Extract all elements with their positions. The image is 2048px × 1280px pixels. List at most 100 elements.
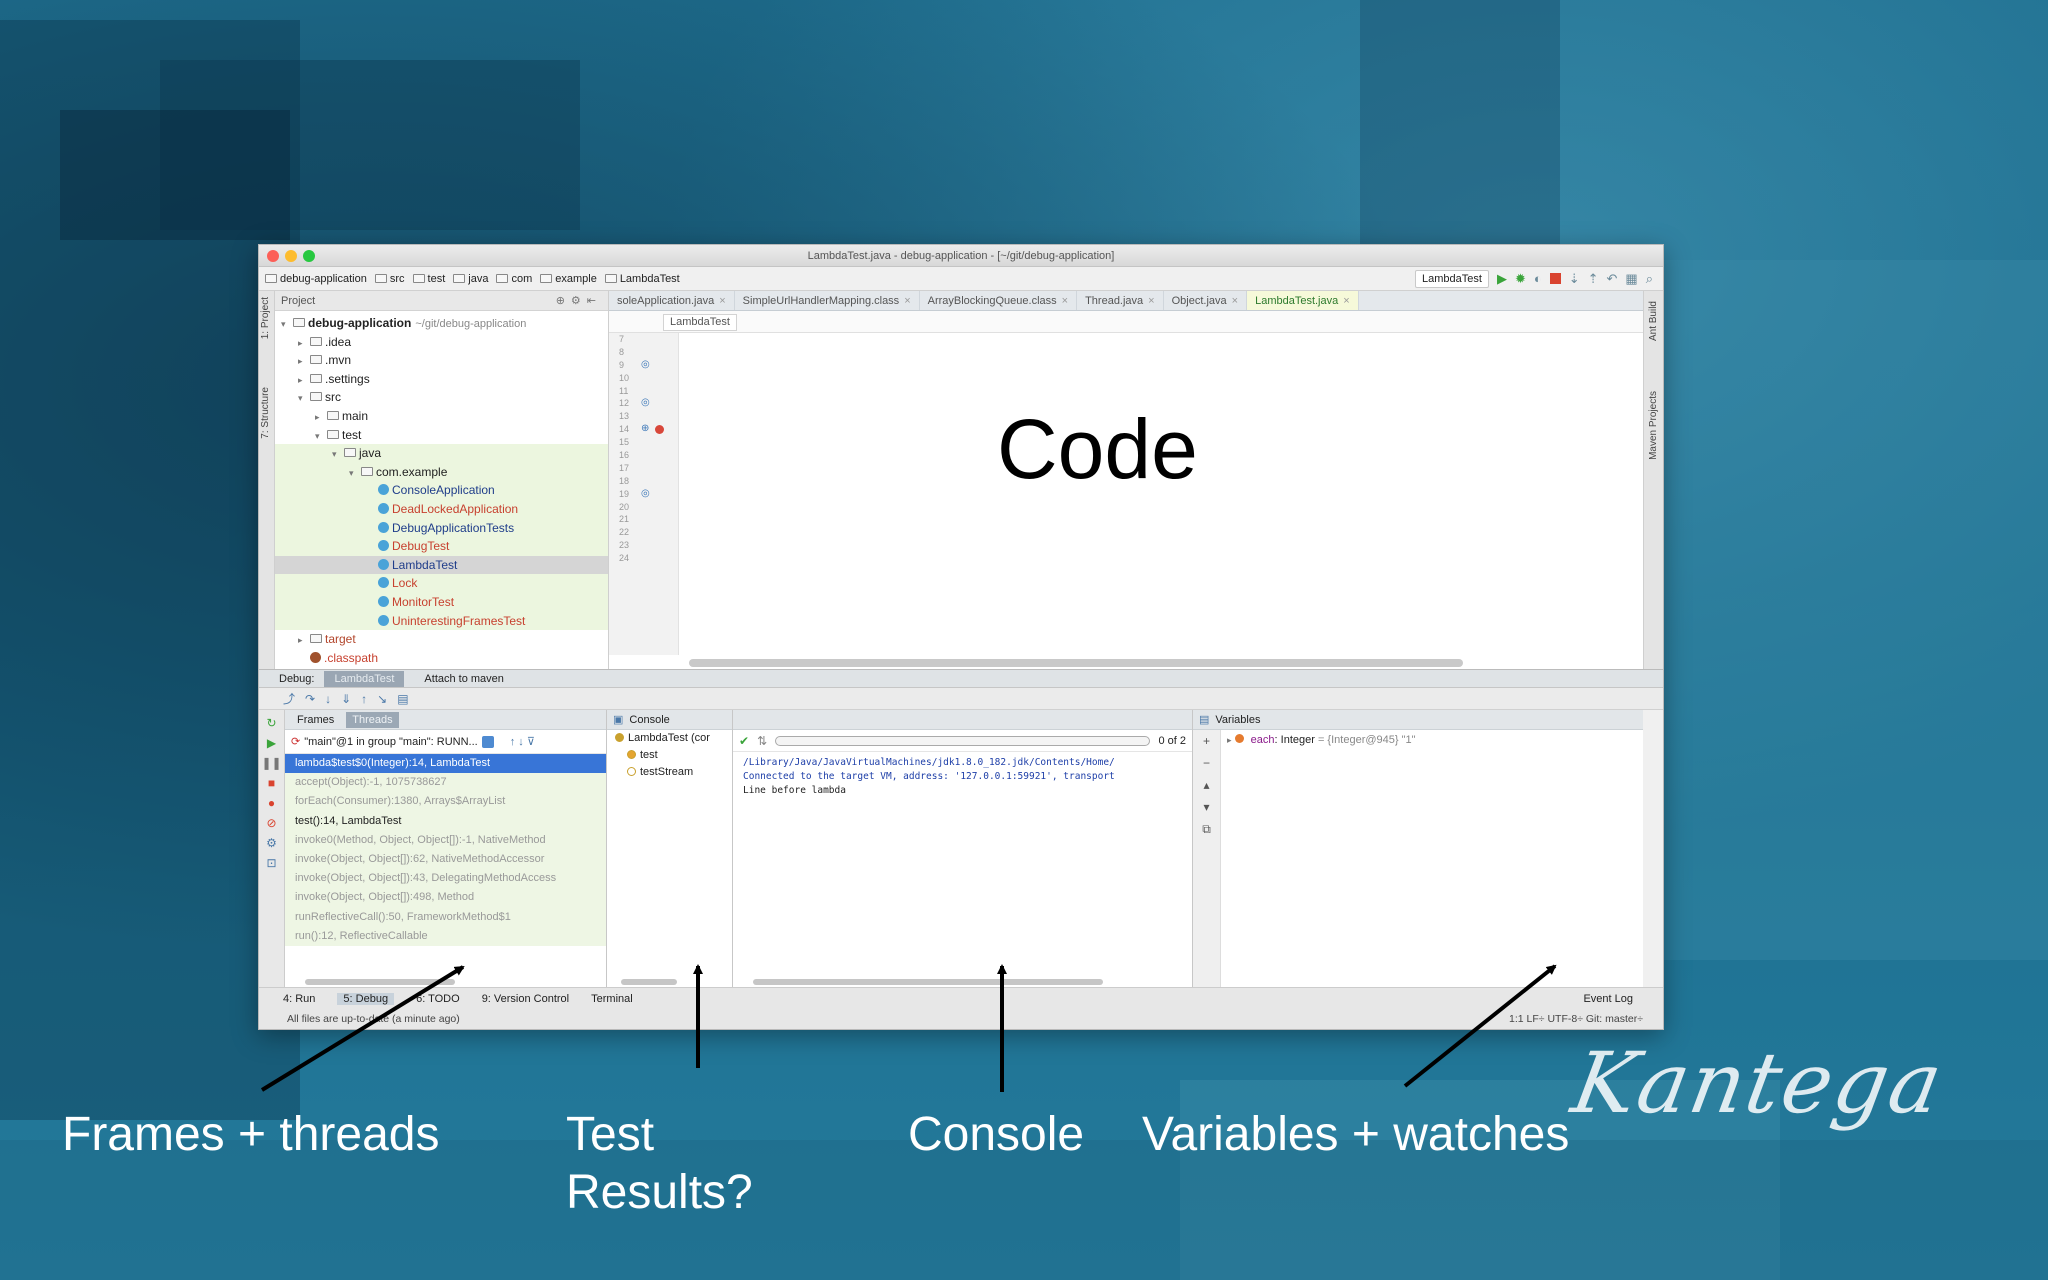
- tree-item[interactable]: LambdaTest: [275, 555, 608, 575]
- close-icon[interactable]: ×: [904, 295, 911, 307]
- tool-window-button[interactable]: 5: Debug: [337, 992, 395, 1005]
- breadcrumb-item[interactable]: test: [412, 273, 445, 285]
- search-icon[interactable]: ⌕: [1645, 270, 1653, 286]
- move-up-icon[interactable]: ▴: [1203, 778, 1210, 792]
- step-over-icon[interactable]: ↷: [305, 691, 316, 706]
- copy-icon[interactable]: ⧉: [1202, 822, 1211, 836]
- pin-icon[interactable]: ⊡: [266, 856, 277, 870]
- stack-frame[interactable]: lambda$test$0(Integer):14, LambdaTest: [285, 754, 606, 774]
- expand-icon[interactable]: ▸: [1227, 735, 1232, 745]
- settings-icon[interactable]: ⚙: [266, 836, 277, 850]
- stop-debug-icon[interactable]: ■: [267, 776, 276, 790]
- chevron-down-icon[interactable]: ▾: [349, 467, 354, 478]
- tool-window-button[interactable]: 9: Version Control: [481, 992, 570, 1005]
- close-icon[interactable]: ×: [1231, 295, 1239, 307]
- chevron-down-icon[interactable]: ▾: [332, 449, 337, 460]
- debug-session-tab[interactable]: LambdaTest: [324, 670, 405, 687]
- show-execution-point-icon[interactable]: ⤴: [283, 692, 296, 706]
- editor-tab[interactable]: soleApplication.java×: [609, 291, 735, 310]
- console-title[interactable]: Console: [629, 713, 670, 726]
- undo-icon[interactable]: ↶: [1606, 270, 1618, 286]
- tree-item[interactable]: ▾com.example: [275, 462, 608, 482]
- tree-item[interactable]: ▸.settings: [275, 370, 608, 389]
- close-icon[interactable]: ×: [1061, 295, 1069, 307]
- mute-breakpoints-icon[interactable]: ⊘: [266, 816, 277, 830]
- step-into-icon[interactable]: ↓: [325, 691, 332, 706]
- force-step-into-icon[interactable]: ⇓: [341, 691, 352, 706]
- breadcrumb-item[interactable]: java: [453, 273, 488, 285]
- test-result[interactable]: test: [607, 747, 732, 764]
- tree-item[interactable]: DeadLockedApplication: [275, 499, 608, 519]
- run-test-icon[interactable]: ◎: [641, 358, 650, 370]
- sort-icon[interactable]: ⇅: [757, 733, 768, 748]
- project-panel-title[interactable]: Project: [281, 294, 316, 307]
- tree-item[interactable]: ▸.mvn: [275, 351, 608, 370]
- breadcrumb-item[interactable]: LambdaTest: [604, 273, 680, 285]
- resume-icon[interactable]: ▶: [266, 736, 277, 750]
- vcs-commit-icon[interactable]: ⇡: [1587, 270, 1599, 286]
- pause-icon[interactable]: ❚❚: [261, 756, 282, 770]
- event-log-button[interactable]: Event Log: [1583, 992, 1633, 1005]
- stack-frame[interactable]: invoke(Object, Object[]):62, NativeMetho…: [285, 849, 606, 870]
- breadcrumb-item[interactable]: debug-application: [265, 273, 367, 285]
- run-test-icon[interactable]: ◎: [641, 397, 650, 409]
- remove-watch-icon[interactable]: −: [1202, 756, 1210, 770]
- editor-tab[interactable]: LambdaTest.java×: [1247, 291, 1359, 310]
- breakpoint-icon[interactable]: [655, 425, 664, 435]
- editor-tab[interactable]: SimpleUrlHandlerMapping.class×: [735, 291, 920, 310]
- tree-item[interactable]: ▸target: [275, 630, 608, 649]
- test-result[interactable]: LambdaTest (cor: [607, 730, 732, 747]
- run-to-cursor-icon[interactable]: ↘: [377, 691, 388, 706]
- stack-frame[interactable]: run():12, ReflectiveCallable: [285, 926, 606, 946]
- tree-item[interactable]: ▾test: [275, 426, 608, 445]
- debug-session-tab[interactable]: Attach to maven: [424, 672, 504, 685]
- frames-scrollbar[interactable]: [305, 979, 455, 985]
- chevron-down-icon[interactable]: ▾: [281, 319, 286, 329]
- run-icon[interactable]: ▶: [1496, 270, 1507, 286]
- editor-tab[interactable]: Thread.java×: [1077, 291, 1164, 310]
- coverage-icon[interactable]: ◐: [1533, 271, 1542, 286]
- tree-item[interactable]: Lock: [275, 574, 608, 593]
- stack-frame[interactable]: test():14, LambdaTest: [285, 811, 606, 831]
- variable-row[interactable]: ▸ each: Integer = {Integer@945} "1": [1227, 734, 1416, 746]
- tab-frames[interactable]: Frames: [297, 713, 335, 726]
- breadcrumb-item[interactable]: src: [374, 273, 405, 285]
- chevron-right-icon[interactable]: ▸: [315, 411, 320, 422]
- tab-threads[interactable]: Threads: [346, 711, 399, 728]
- tree-item[interactable]: ▸main: [275, 407, 608, 426]
- maximize-window-button[interactable]: [303, 250, 315, 262]
- test-result[interactable]: testStream: [607, 764, 732, 781]
- move-down-icon[interactable]: ▾: [1203, 800, 1210, 814]
- project-structure-icon[interactable]: ▦: [1625, 270, 1638, 286]
- close-icon[interactable]: ×: [1343, 295, 1350, 307]
- frame-nav-icons[interactable]: ↑ ↓ ⊽: [509, 736, 535, 748]
- editor-horizontal-scrollbar[interactable]: [689, 659, 1463, 667]
- debug-icon[interactable]: ✹: [1514, 270, 1526, 286]
- run-configuration-select[interactable]: LambdaTest: [1415, 269, 1489, 288]
- chevron-right-icon[interactable]: ▸: [298, 356, 303, 367]
- chevron-down-icon[interactable]: ▾: [315, 430, 320, 441]
- evaluate-expression-icon[interactable]: ▤: [397, 691, 409, 706]
- tree-item[interactable]: ▾debug-application~/git/debug-applicatio…: [275, 314, 608, 333]
- close-window-button[interactable]: [267, 250, 279, 262]
- stack-frame[interactable]: invoke0(Method, Object, Object[]):-1, Na…: [285, 830, 606, 850]
- stop-icon[interactable]: [1549, 273, 1561, 284]
- tool-window-button[interactable]: 4: Run: [283, 992, 316, 1005]
- tree-item[interactable]: UninterestingFramesTest: [275, 611, 608, 631]
- tests-scrollbar[interactable]: [621, 979, 677, 985]
- editor-tab[interactable]: ArrayBlockingQueue.class×: [920, 291, 1078, 310]
- chevron-down-icon[interactable]: ▾: [298, 393, 303, 404]
- editor-breadcrumb-item[interactable]: LambdaTest: [663, 314, 737, 331]
- chevron-right-icon[interactable]: ▸: [298, 337, 303, 348]
- tree-item[interactable]: ▾src: [275, 388, 608, 407]
- console-output[interactable]: /Library/Java/JavaVirtualMachines/jdk1.8…: [733, 752, 1192, 798]
- breadcrumb-item[interactable]: com: [496, 273, 532, 285]
- tool-window-button[interactable]: Terminal: [591, 992, 633, 1005]
- close-icon[interactable]: ×: [719, 295, 726, 307]
- chevron-down-icon[interactable]: [481, 735, 494, 748]
- view-breakpoints-icon[interactable]: ●: [267, 796, 276, 810]
- run-test-icon[interactable]: ◎: [641, 487, 650, 499]
- stack-frame[interactable]: accept(Object):-1, 1075738627: [285, 773, 606, 793]
- rerun-icon[interactable]: ↻: [266, 716, 277, 730]
- thread-selector[interactable]: ⟳ "main"@1 in group "main": RUNN... ↑ ↓ …: [285, 730, 606, 754]
